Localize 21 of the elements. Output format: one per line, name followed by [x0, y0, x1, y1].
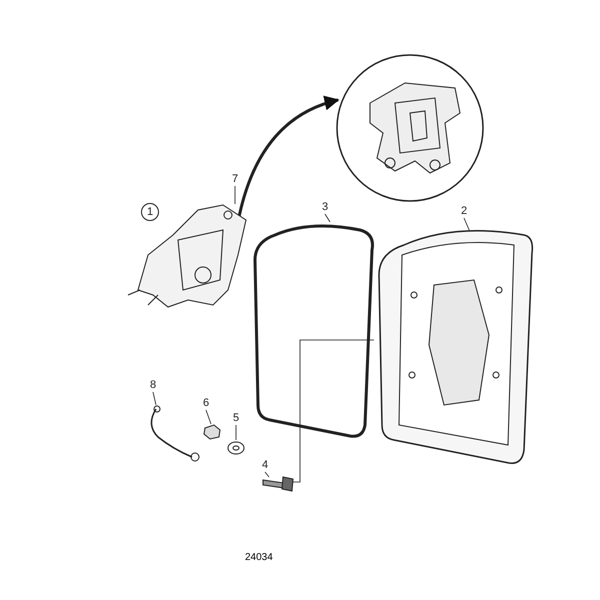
callout-number: 8	[147, 378, 159, 392]
leader-line	[264, 472, 270, 478]
drawing-number: 24034	[245, 552, 273, 563]
callout-number: 6	[200, 396, 212, 410]
nut-drawing	[202, 424, 222, 440]
leader-line	[206, 410, 212, 424]
callout-number: 2	[458, 204, 470, 218]
bolt-drawing	[262, 474, 294, 492]
callout-number: 7	[229, 172, 241, 186]
leader-line	[152, 392, 156, 406]
callout-number: 3	[319, 200, 331, 214]
callout-number: 4	[259, 458, 271, 472]
leader-line	[324, 214, 330, 222]
circled-callout-number: 1	[141, 203, 159, 221]
callout-number: 5	[230, 411, 242, 425]
washer-drawing	[227, 440, 245, 456]
detail-view-drawing	[335, 53, 485, 203]
leader-line	[464, 218, 470, 232]
cable-drawing	[148, 405, 200, 463]
leader-line	[234, 186, 236, 204]
leader-line	[292, 340, 374, 482]
